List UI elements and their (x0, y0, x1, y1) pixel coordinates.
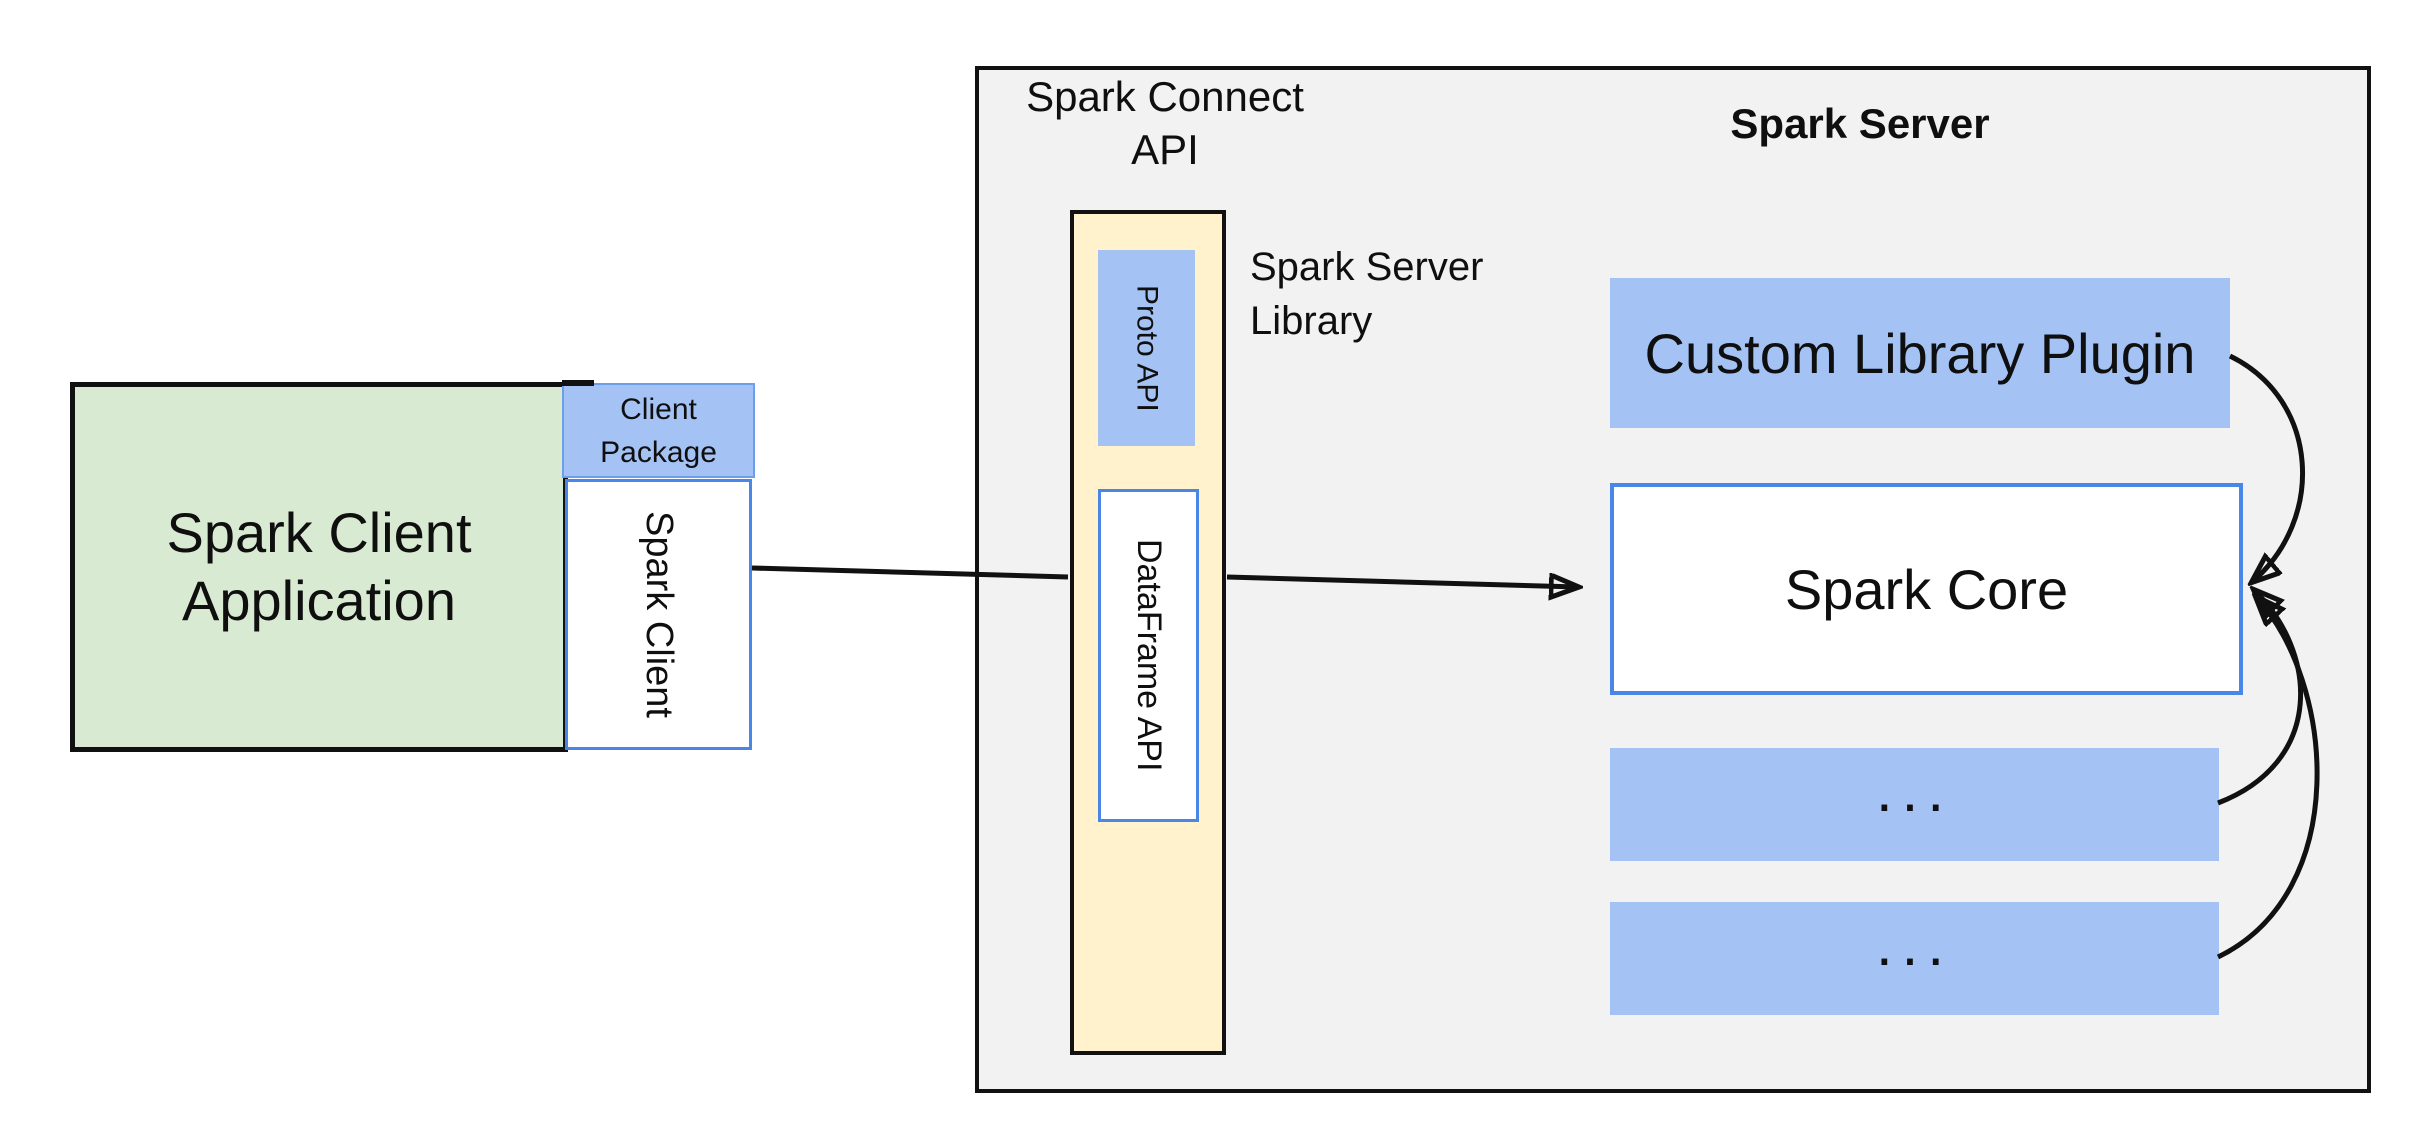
spark-client-box: Spark Client (565, 479, 752, 750)
custom-library-plugin-box: Custom Library Plugin (1610, 278, 2230, 428)
plugin-placeholder-box-2: ... (1610, 902, 2219, 1015)
spark-connect-api-label: Spark Connect API (1026, 73, 1304, 173)
proto-api-box: Proto API (1098, 250, 1195, 446)
spark-server-library-label: Spark Server Library (1250, 245, 1484, 343)
plugin-placeholder-label-1: ... (1875, 757, 1953, 824)
custom-library-plugin-label: Custom Library Plugin (1644, 321, 2196, 385)
client-box-border-extension (562, 380, 594, 386)
client-package-label: Client Package (600, 392, 717, 469)
spark-server-title: Spark Server (1730, 100, 1990, 147)
plugin-placeholder-label-2: ... (1875, 911, 1953, 978)
plugin-placeholder-box-1: ... (1610, 748, 2219, 861)
dataframe-api-box: DataFrame API (1098, 489, 1199, 822)
spark-core-box: Spark Core (1610, 483, 2243, 695)
spark-core-label: Spark Core (1784, 557, 2069, 621)
client-package-box: Client Package (562, 383, 755, 478)
spark-client-label: Spark Client (638, 511, 680, 718)
spark-client-application-box: Spark Client Application (70, 382, 568, 752)
spark-client-application-label: Spark Client Application (166, 501, 472, 632)
proto-api-label: Proto API (1130, 284, 1164, 412)
dataframe-api-label: DataFrame API (1130, 539, 1168, 772)
